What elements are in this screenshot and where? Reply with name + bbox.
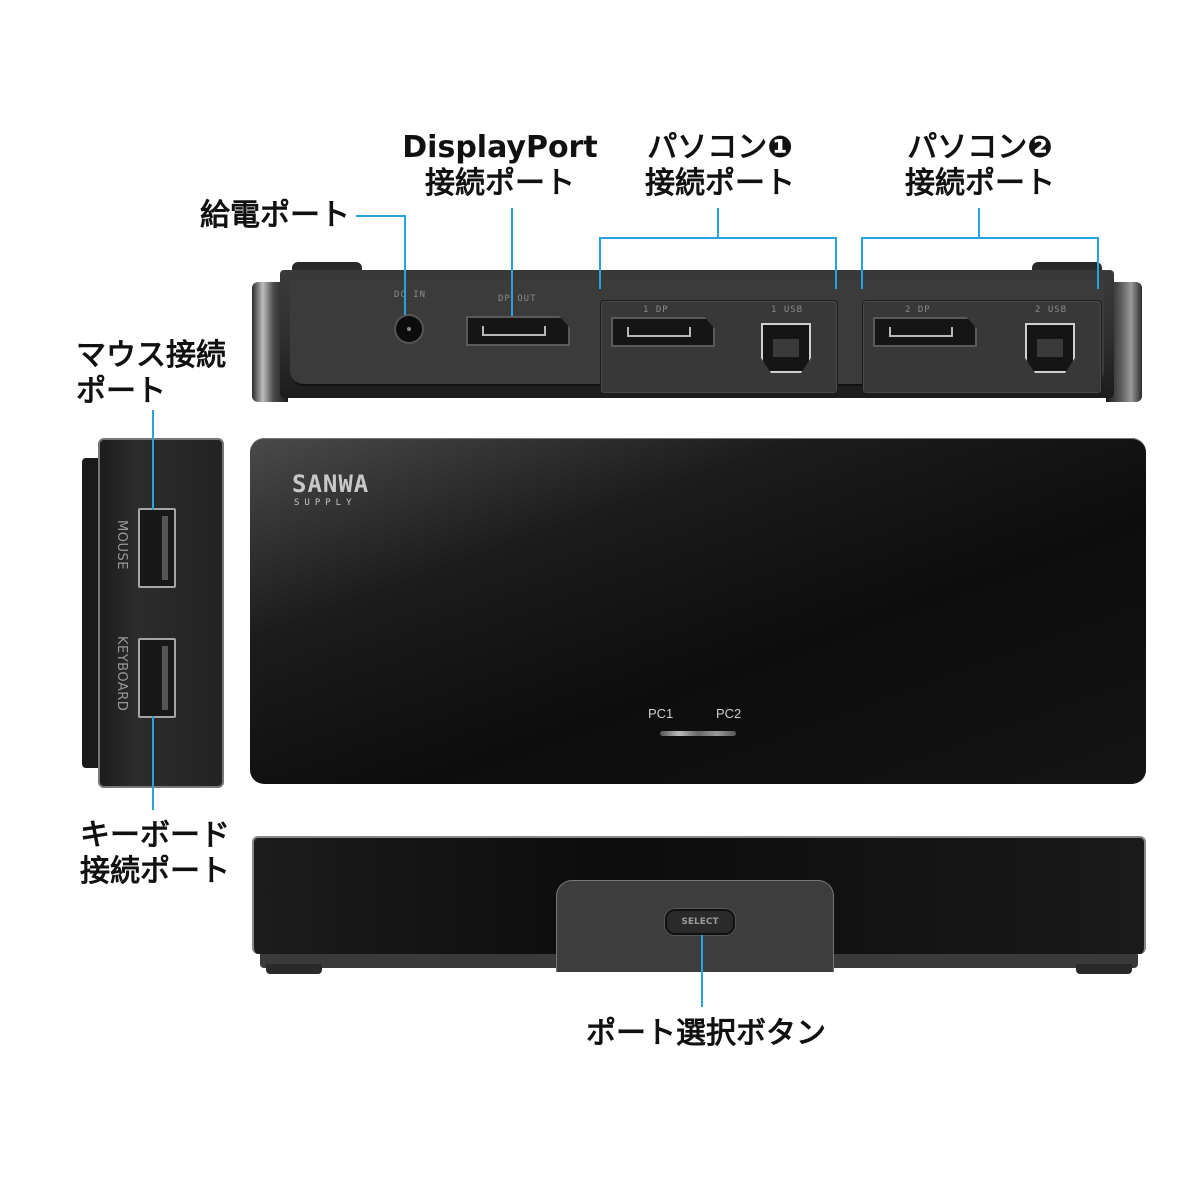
select-button-label: ポート選択ボタン <box>586 1016 826 1051</box>
pc1-usb-print: 1 USB <box>771 305 804 315</box>
rubber-foot <box>266 964 322 974</box>
keyboard-label-line1: キーボード <box>80 818 230 853</box>
led-label-pc1: PC1 <box>648 706 674 721</box>
dp-out-print: DP OUT <box>498 294 537 304</box>
status-led-bar <box>660 731 736 736</box>
pc1-callout-stem <box>717 208 719 238</box>
mouse-usb-a-port[interactable] <box>138 508 176 588</box>
displayport-out-port[interactable] <box>466 316 570 346</box>
select-button[interactable]: SELECT <box>665 909 735 935</box>
keyboard-label-line2: 接続ポート <box>80 854 230 889</box>
rear-face: DC IN DP OUT 1 DP 1 USB 2 DP 2 USB <box>290 280 1104 394</box>
side-panel-view: MOUSE KEYBOARD <box>82 438 224 788</box>
pc1-callout-left <box>599 237 601 289</box>
power-callout-h <box>356 215 406 217</box>
pc1-usb-b-port[interactable] <box>761 323 811 373</box>
front-tab: SELECT <box>556 880 834 972</box>
displayport-label: DisplayPort 接続ポート <box>400 130 600 202</box>
pc1-callout-h <box>599 237 837 239</box>
keyboard-print: KEYBOARD <box>114 636 129 712</box>
pc2-usb-b-port[interactable] <box>1025 323 1075 373</box>
dp-callout <box>511 208 513 316</box>
pc1-callout-right <box>835 237 837 289</box>
pc2-callout-stem <box>978 208 980 238</box>
pc2-displayport-port[interactable] <box>873 317 977 347</box>
side-body: MOUSE KEYBOARD <box>98 438 224 788</box>
power-port-label: 給電ポート <box>200 198 350 233</box>
dc-power-jack[interactable] <box>396 316 422 342</box>
brand-logo-sub: SUPPLY <box>294 498 357 508</box>
pc2-callout-h <box>861 237 1099 239</box>
pc2-label-line2: 接続ポート <box>905 166 1055 201</box>
pc1-port-group: 1 DP 1 USB <box>600 300 838 394</box>
front-panel-view: SELECT <box>252 836 1146 974</box>
pc2-callout-right <box>1097 237 1099 289</box>
rear-panel-view: DC IN DP OUT 1 DP 1 USB 2 DP 2 USB <box>252 262 1142 402</box>
rubber-foot <box>1076 964 1132 974</box>
pc1-label-line1: パソコン❶ <box>647 130 793 165</box>
rear-body: DC IN DP OUT 1 DP 1 USB 2 DP 2 USB <box>280 270 1114 398</box>
pc2-callout-left <box>861 237 863 289</box>
select-callout <box>701 935 703 1007</box>
pc2-dp-print: 2 DP <box>905 305 931 315</box>
pc1-dp-print: 1 DP <box>643 305 669 315</box>
keyboard-callout <box>152 716 154 810</box>
pc2-label-line1: パソコン❷ <box>907 130 1053 165</box>
displayport-label-line2: 接続ポート <box>425 166 575 201</box>
mouse-port-label: マウス接続 ポート <box>76 338 226 410</box>
pc2-port-group: 2 DP 2 USB <box>862 300 1102 394</box>
mouse-callout <box>152 410 154 510</box>
top-face-view: SANWA SUPPLY PC1 PC2 <box>250 438 1146 784</box>
led-label-pc2: PC2 <box>716 706 742 721</box>
pc1-port-label: パソコン❶ 接続ポート <box>620 130 820 202</box>
pc1-label-line2: 接続ポート <box>645 166 795 201</box>
pc2-usb-print: 2 USB <box>1035 305 1068 315</box>
mouse-label-line1: マウス接続 <box>76 338 226 373</box>
keyboard-port-label: キーボード 接続ポート <box>80 818 230 890</box>
mouse-label-line2: ポート <box>76 374 166 409</box>
side-rail <box>82 458 102 768</box>
keyboard-usb-a-port[interactable] <box>138 638 176 718</box>
mouse-print: MOUSE <box>114 520 129 570</box>
displayport-label-line1: DisplayPort <box>402 130 598 165</box>
pc2-port-label: パソコン❷ 接続ポート <box>880 130 1080 202</box>
pc1-displayport-port[interactable] <box>611 317 715 347</box>
brand-logo-main: SANWA <box>292 470 370 498</box>
dc-in-print: DC IN <box>394 290 427 300</box>
power-callout-v <box>404 215 406 315</box>
